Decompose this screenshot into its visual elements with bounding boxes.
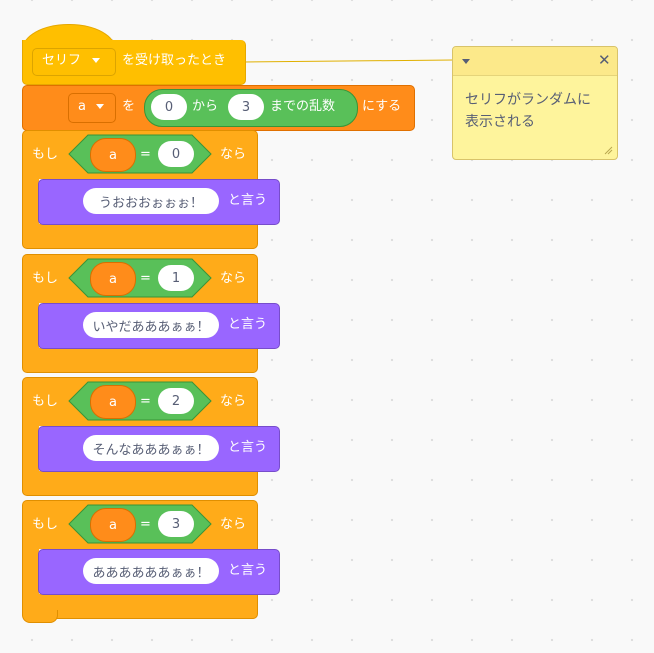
compare-value-input[interactable]: 1 (158, 265, 194, 291)
say-text-input[interactable]: うおおおぉぉぉ！ (83, 188, 219, 214)
random-label: までの乱数 (270, 99, 336, 114)
workspace-comment[interactable]: ✕ セリフがランダムに 表示される (452, 46, 618, 160)
if-label: もし (32, 394, 59, 409)
say-label: と言う (228, 563, 268, 578)
variable-reporter[interactable]: a (90, 385, 136, 419)
if-block[interactable]: もし a = 3 なら (22, 500, 258, 619)
if-block[interactable]: もし a = 1 なら (22, 254, 258, 373)
say-block[interactable] (38, 426, 280, 472)
equals-sign: = (140, 271, 151, 286)
say-text-input[interactable]: ああああああぁぁ！ (83, 558, 219, 584)
stack-bottom-tab (22, 610, 58, 623)
chevron-down-icon (92, 58, 100, 63)
compare-value-input[interactable]: 0 (158, 141, 194, 167)
comment-text[interactable]: セリフがランダムに 表示される (465, 89, 605, 133)
if-block[interactable]: もし a = 0 なら (22, 130, 258, 249)
compare-value-input[interactable]: 3 (158, 511, 194, 537)
variable-reporter[interactable]: a (90, 508, 136, 542)
if-block-bottom (22, 471, 258, 496)
message-dropdown-value: セリフ (42, 53, 82, 68)
set-label-to: を (122, 99, 136, 114)
message-dropdown[interactable] (32, 48, 116, 76)
then-label: なら (220, 271, 247, 286)
random-from-label: から (192, 99, 219, 114)
say-label: と言う (228, 440, 268, 455)
if-label: もし (32, 147, 59, 162)
if-label: もし (32, 517, 59, 532)
then-label: なら (220, 517, 247, 532)
if-block-bottom (22, 224, 258, 249)
if-block-bottom (22, 348, 258, 373)
random-to-input[interactable]: 3 (228, 94, 264, 120)
say-label: と言う (228, 317, 268, 332)
collapse-chevron-icon[interactable] (462, 59, 470, 64)
say-text-input[interactable]: そんなあああぁぁ！ (83, 435, 219, 461)
event-label: を受け取ったとき (122, 53, 227, 68)
if-block-arm (22, 302, 39, 348)
then-label: なら (220, 147, 247, 162)
if-block[interactable]: もし a = 2 なら (22, 377, 258, 496)
random-from-input[interactable]: 0 (151, 94, 187, 120)
variable-reporter[interactable]: a (90, 138, 136, 172)
variable-reporter[interactable]: a (90, 262, 136, 296)
variable-dropdown-value: a (78, 99, 86, 114)
then-label: なら (220, 394, 247, 409)
say-text-input[interactable]: いやだあああぁぁ！ (83, 312, 219, 338)
equals-sign: = (140, 147, 151, 162)
equals-sign: = (140, 394, 151, 409)
equals-sign: = (140, 517, 151, 532)
if-block-arm (22, 178, 39, 224)
comment-text-line: セリフがランダムに (465, 92, 591, 108)
set-label-set: にする (362, 99, 402, 114)
comment-header[interactable] (453, 47, 617, 76)
chevron-down-icon (96, 104, 104, 109)
if-label: もし (32, 271, 59, 286)
close-icon[interactable]: ✕ (598, 51, 611, 69)
resize-handle-icon[interactable] (603, 145, 613, 155)
variable-dropdown[interactable] (68, 93, 116, 123)
if-block-arm (22, 425, 39, 471)
if-block-arm (22, 548, 39, 594)
compare-value-input[interactable]: 2 (158, 388, 194, 414)
comment-text-line: 表示される (465, 114, 535, 130)
if-block-bottom (22, 594, 258, 619)
say-label: と言う (228, 193, 268, 208)
